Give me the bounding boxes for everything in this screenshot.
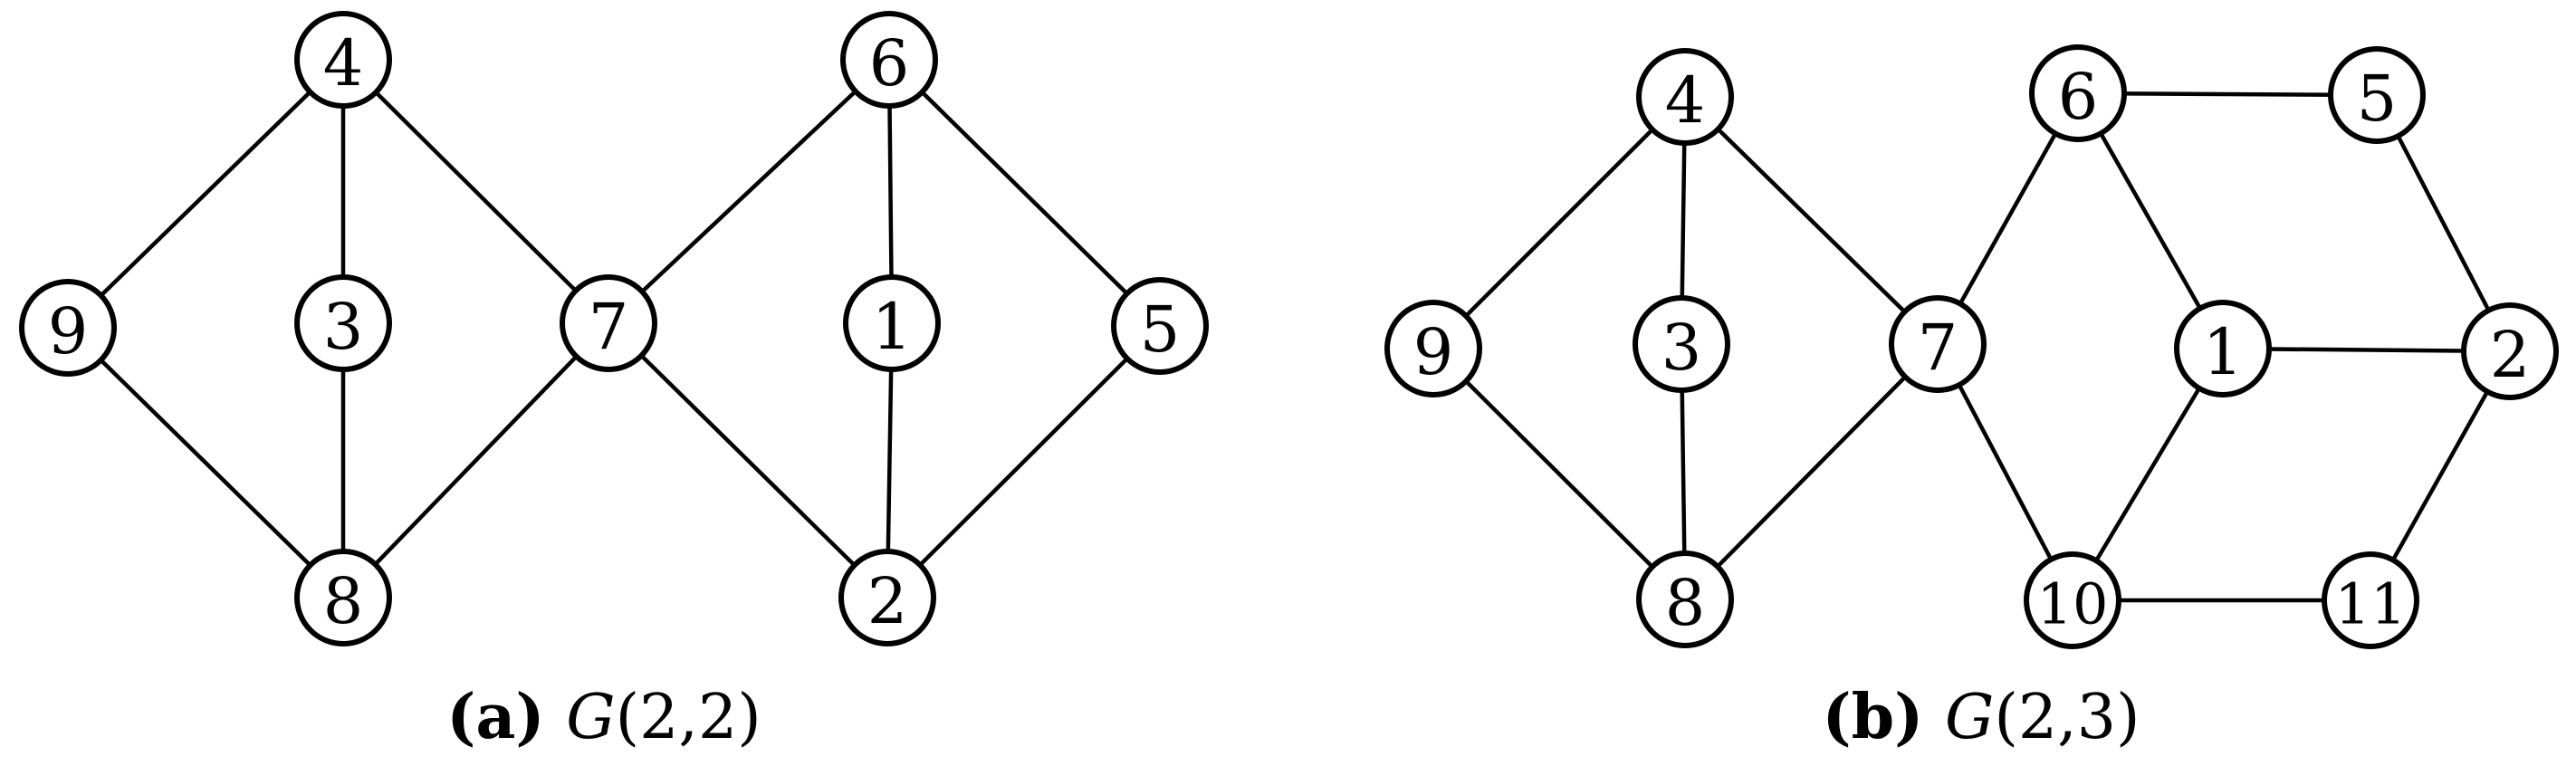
graph-a-node-4: 4 — [294, 11, 392, 109]
node-circle — [838, 549, 936, 646]
node-circle — [1384, 300, 1482, 397]
edge-a-4-7 — [341, 58, 610, 325]
graph-b-node-6: 6 — [2029, 44, 2127, 142]
edge-b-9-8 — [1432, 347, 1687, 601]
node-label: 6 — [869, 26, 910, 101]
node-circle — [843, 274, 941, 372]
graph-b-node-11: 11 — [2322, 551, 2419, 649]
node-label: 8 — [1665, 566, 1706, 640]
graph-a-node-2: 2 — [838, 549, 936, 646]
node-label: 3 — [323, 290, 364, 364]
node-circle — [1111, 277, 1209, 375]
node-circle — [294, 11, 392, 109]
graph-a-node-1: 1 — [843, 274, 941, 372]
node-label: 2 — [867, 564, 908, 638]
node-circle — [2029, 44, 2127, 142]
node-label: 4 — [323, 26, 364, 101]
node-label: 11 — [2335, 571, 2407, 637]
graph-b-node-5: 5 — [2328, 46, 2426, 144]
node-circle — [19, 279, 117, 377]
node-circle — [2024, 551, 2121, 649]
caption-b: (b) G(2,3) — [1822, 681, 2140, 753]
node-circle — [294, 274, 392, 372]
node-circle — [2461, 302, 2559, 400]
edge-a-9-8 — [66, 326, 345, 599]
edge-a-6-7 — [607, 58, 891, 325]
node-circle — [1636, 48, 1734, 146]
graph-b-node-3: 3 — [1633, 295, 1730, 393]
node-circle — [1889, 295, 1987, 393]
node-label: 9 — [1413, 315, 1454, 389]
node-circle — [1633, 295, 1730, 393]
graph-b-node-8: 8 — [1636, 551, 1734, 648]
edge-b-7-8 — [1683, 342, 1939, 601]
graph-a-node-7: 7 — [560, 274, 657, 372]
edge-a-6-5 — [887, 58, 1162, 328]
node-circle — [2322, 551, 2419, 649]
graph-b-node-2: 2 — [2461, 302, 2559, 400]
node-circle — [1636, 551, 1734, 648]
graph-b-node-7: 7 — [1889, 295, 1987, 393]
caption-a: (a) G(2,2) — [446, 681, 761, 753]
graph-a-node-3: 3 — [294, 274, 392, 372]
node-circle — [840, 11, 938, 109]
edge-b-6-5 — [2077, 91, 2378, 98]
node-label: 5 — [1140, 292, 1181, 367]
node-label: 10 — [2037, 571, 2109, 637]
graph-a-node-8: 8 — [294, 549, 392, 646]
edge-a-7-8 — [341, 321, 610, 599]
edge-b-4-9 — [1432, 95, 1687, 350]
node-label: 2 — [2490, 318, 2531, 392]
edge-b-4-7 — [1683, 95, 1939, 346]
edge-b-6-1 — [2076, 91, 2225, 350]
graph-b-node-10: 10 — [2024, 551, 2121, 649]
node-label: 9 — [48, 294, 89, 369]
graph-a-node-9: 9 — [19, 279, 117, 377]
node-label: 8 — [323, 564, 364, 638]
graph-a-node-5: 5 — [1111, 277, 1209, 375]
node-circle — [560, 274, 657, 372]
subfigure-a: 4 6 9 3 7 1 5 8 2 (a) G(2,2) — [19, 11, 1209, 753]
node-label: 6 — [2058, 60, 2099, 134]
node-circle — [2328, 46, 2426, 144]
node-circle — [294, 549, 392, 646]
node-label: 5 — [2357, 62, 2398, 136]
graph-b-node-9: 9 — [1384, 300, 1482, 397]
edge-a-4-9 — [66, 58, 345, 330]
node-label: 3 — [1661, 311, 1702, 385]
node-label: 7 — [589, 290, 629, 364]
node-label: 1 — [872, 290, 913, 364]
node-circle — [2174, 300, 2272, 397]
graph-b-node-4: 4 — [1636, 48, 1734, 146]
node-label: 4 — [1665, 63, 1706, 138]
edge-a-5-2 — [886, 324, 1162, 599]
node-label: 7 — [1918, 311, 1958, 385]
node-label: 1 — [2203, 315, 2244, 389]
edge-a-7-2 — [607, 321, 889, 599]
graph-a-node-6: 6 — [840, 11, 938, 109]
graph-b-node-1: 1 — [2174, 300, 2272, 397]
subfigure-b: 4 6 5 9 3 7 1 2 8 10 11 (b) G(2,3) — [1384, 44, 2559, 753]
